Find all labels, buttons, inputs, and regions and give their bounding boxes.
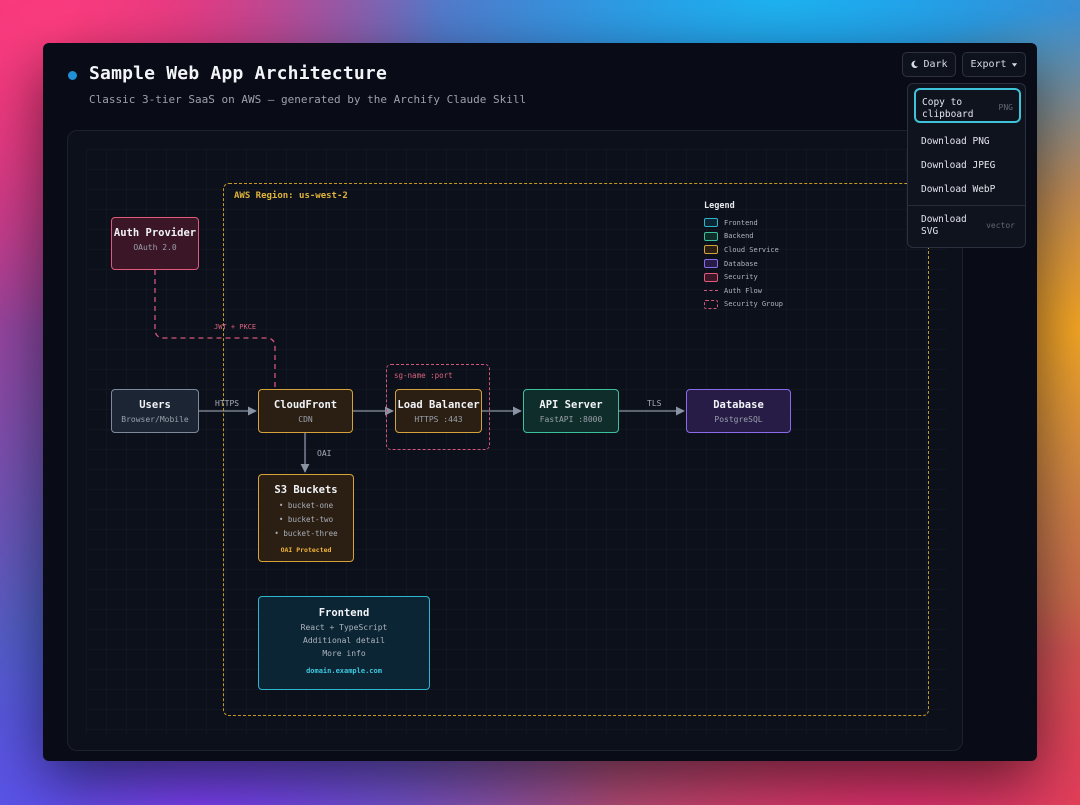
legend-label: Frontend bbox=[724, 218, 758, 227]
theme-toggle-button[interactable]: Dark bbox=[902, 52, 956, 77]
menu-item-label: Download WebP bbox=[921, 184, 996, 195]
region-label: AWS Region: us-west-2 bbox=[234, 191, 348, 201]
menu-download-jpeg[interactable]: Download JPEG bbox=[914, 160, 1021, 172]
moon-icon bbox=[911, 60, 919, 69]
node-title: S3 Buckets bbox=[274, 484, 338, 496]
node-subtitle: PostgreSQL bbox=[714, 415, 763, 424]
node-subtitle: OAuth 2.0 bbox=[133, 243, 177, 252]
legend-item: Cloud Service bbox=[704, 243, 824, 257]
legend-item: Security bbox=[704, 270, 824, 284]
legend-swatch bbox=[704, 259, 718, 269]
node-title: API Server bbox=[539, 399, 603, 411]
node-cloudfront[interactable]: CloudFront CDN bbox=[258, 389, 353, 433]
edge-label-tls: TLS bbox=[647, 399, 662, 408]
diagram-legend: Legend Frontend Backend Cloud Service Da… bbox=[704, 201, 824, 311]
node-title: Database bbox=[713, 399, 764, 411]
legend-swatch bbox=[704, 299, 718, 309]
oai-badge: OAI Protected bbox=[280, 546, 332, 554]
node-subtitle: CDN bbox=[298, 415, 313, 424]
node-frontend[interactable]: Frontend React + TypeScript Additional d… bbox=[258, 596, 430, 690]
node-subtitle: HTTPS :443 bbox=[414, 415, 463, 424]
node-load-balancer[interactable]: Load Balancer HTTPS :443 bbox=[395, 389, 482, 433]
app-window: Sample Web App Architecture Classic 3-ti… bbox=[43, 43, 1037, 761]
bucket-item: • bucket-one bbox=[278, 501, 334, 510]
legend-label: Cloud Service bbox=[724, 245, 779, 254]
legend-swatch bbox=[704, 245, 718, 255]
diagram-canvas[interactable]: AWS Region: us-west-2 sg-name :port Auth… bbox=[67, 130, 963, 751]
node-users[interactable]: Users Browser/Mobile bbox=[111, 389, 199, 433]
legend-title: Legend bbox=[704, 201, 735, 211]
menu-item-label: Download PNG bbox=[921, 136, 990, 147]
node-detail-line: Additional detail bbox=[303, 636, 385, 645]
page-subtitle: Classic 3-tier SaaS on AWS — generated b… bbox=[89, 93, 527, 106]
edge-label-jwt-pkce: JWT + PKCE bbox=[214, 323, 257, 331]
legend-swatch bbox=[704, 272, 718, 282]
node-subtitle: FastAPI :8000 bbox=[539, 415, 603, 424]
menu-item-label: Copy to clipboard bbox=[922, 97, 974, 120]
legend-swatch bbox=[704, 231, 718, 241]
node-title: Load Balancer bbox=[397, 399, 480, 411]
bucket-item: • bucket-three bbox=[274, 529, 338, 538]
node-detail-line: More info bbox=[322, 649, 366, 658]
menu-item-label: Download JPEG bbox=[921, 160, 996, 171]
node-database[interactable]: Database PostgreSQL bbox=[686, 389, 791, 433]
diagram-grid-and-edges bbox=[86, 149, 946, 734]
legend-item: Auth Flow bbox=[704, 284, 824, 298]
menu-download-png[interactable]: Download PNG bbox=[914, 136, 1021, 148]
edge-label-https: HTTPS bbox=[215, 399, 240, 408]
export-label: Export bbox=[970, 59, 1007, 70]
page-title: Sample Web App Architecture bbox=[89, 63, 387, 84]
node-api-server[interactable]: API Server FastAPI :8000 bbox=[523, 389, 619, 433]
legend-item: Security Group bbox=[704, 298, 824, 312]
node-title: Users bbox=[139, 399, 171, 411]
menu-item-hint: vector bbox=[986, 221, 1015, 230]
menu-item-hint: PNG bbox=[998, 103, 1013, 112]
legend-label: Database bbox=[724, 259, 758, 268]
edge-label-oai: OAI bbox=[317, 449, 332, 458]
legend-swatch bbox=[704, 290, 718, 292]
legend-label: Security bbox=[724, 273, 758, 282]
node-title: Auth Provider bbox=[113, 227, 197, 239]
menu-download-webp[interactable]: Download WebP bbox=[914, 184, 1021, 196]
title-status-dot bbox=[68, 71, 77, 80]
node-s3-buckets[interactable]: S3 Buckets • bucket-one • bucket-two • b… bbox=[258, 474, 354, 562]
node-title: Frontend bbox=[318, 607, 370, 619]
security-group-label: sg-name :port bbox=[394, 371, 453, 380]
legend-label: Backend bbox=[724, 232, 754, 241]
export-button[interactable]: Export bbox=[962, 52, 1026, 77]
node-subtitle: Browser/Mobile bbox=[121, 415, 189, 424]
node-detail-line: React + TypeScript bbox=[300, 623, 388, 632]
node-title: CloudFront bbox=[273, 399, 338, 411]
legend-swatch bbox=[704, 218, 718, 228]
legend-label: Auth Flow bbox=[724, 286, 762, 295]
legend-item: Frontend bbox=[704, 216, 824, 230]
frontend-domain: domain.example.com bbox=[306, 667, 382, 675]
caret-down-icon bbox=[1011, 62, 1017, 67]
menu-download-svg[interactable]: Download SVG vector bbox=[914, 214, 1021, 238]
menu-item-label: Download SVG bbox=[921, 214, 967, 237]
legend-label: Security Group bbox=[724, 300, 784, 309]
security-group-box bbox=[386, 364, 490, 450]
legend-item: Backend bbox=[704, 230, 824, 244]
aws-region-group bbox=[223, 183, 929, 716]
node-auth-provider[interactable]: Auth Provider OAuth 2.0 bbox=[111, 217, 199, 270]
legend-item: Database bbox=[704, 257, 824, 271]
export-menu: Copy to clipboard PNG Download PNG Downl… bbox=[907, 83, 1026, 248]
theme-toggle-label: Dark bbox=[923, 59, 948, 70]
bucket-item: • bucket-two bbox=[278, 515, 334, 524]
menu-divider bbox=[908, 205, 1025, 206]
menu-copy-to-clipboard[interactable]: Copy to clipboard PNG bbox=[914, 88, 1021, 123]
